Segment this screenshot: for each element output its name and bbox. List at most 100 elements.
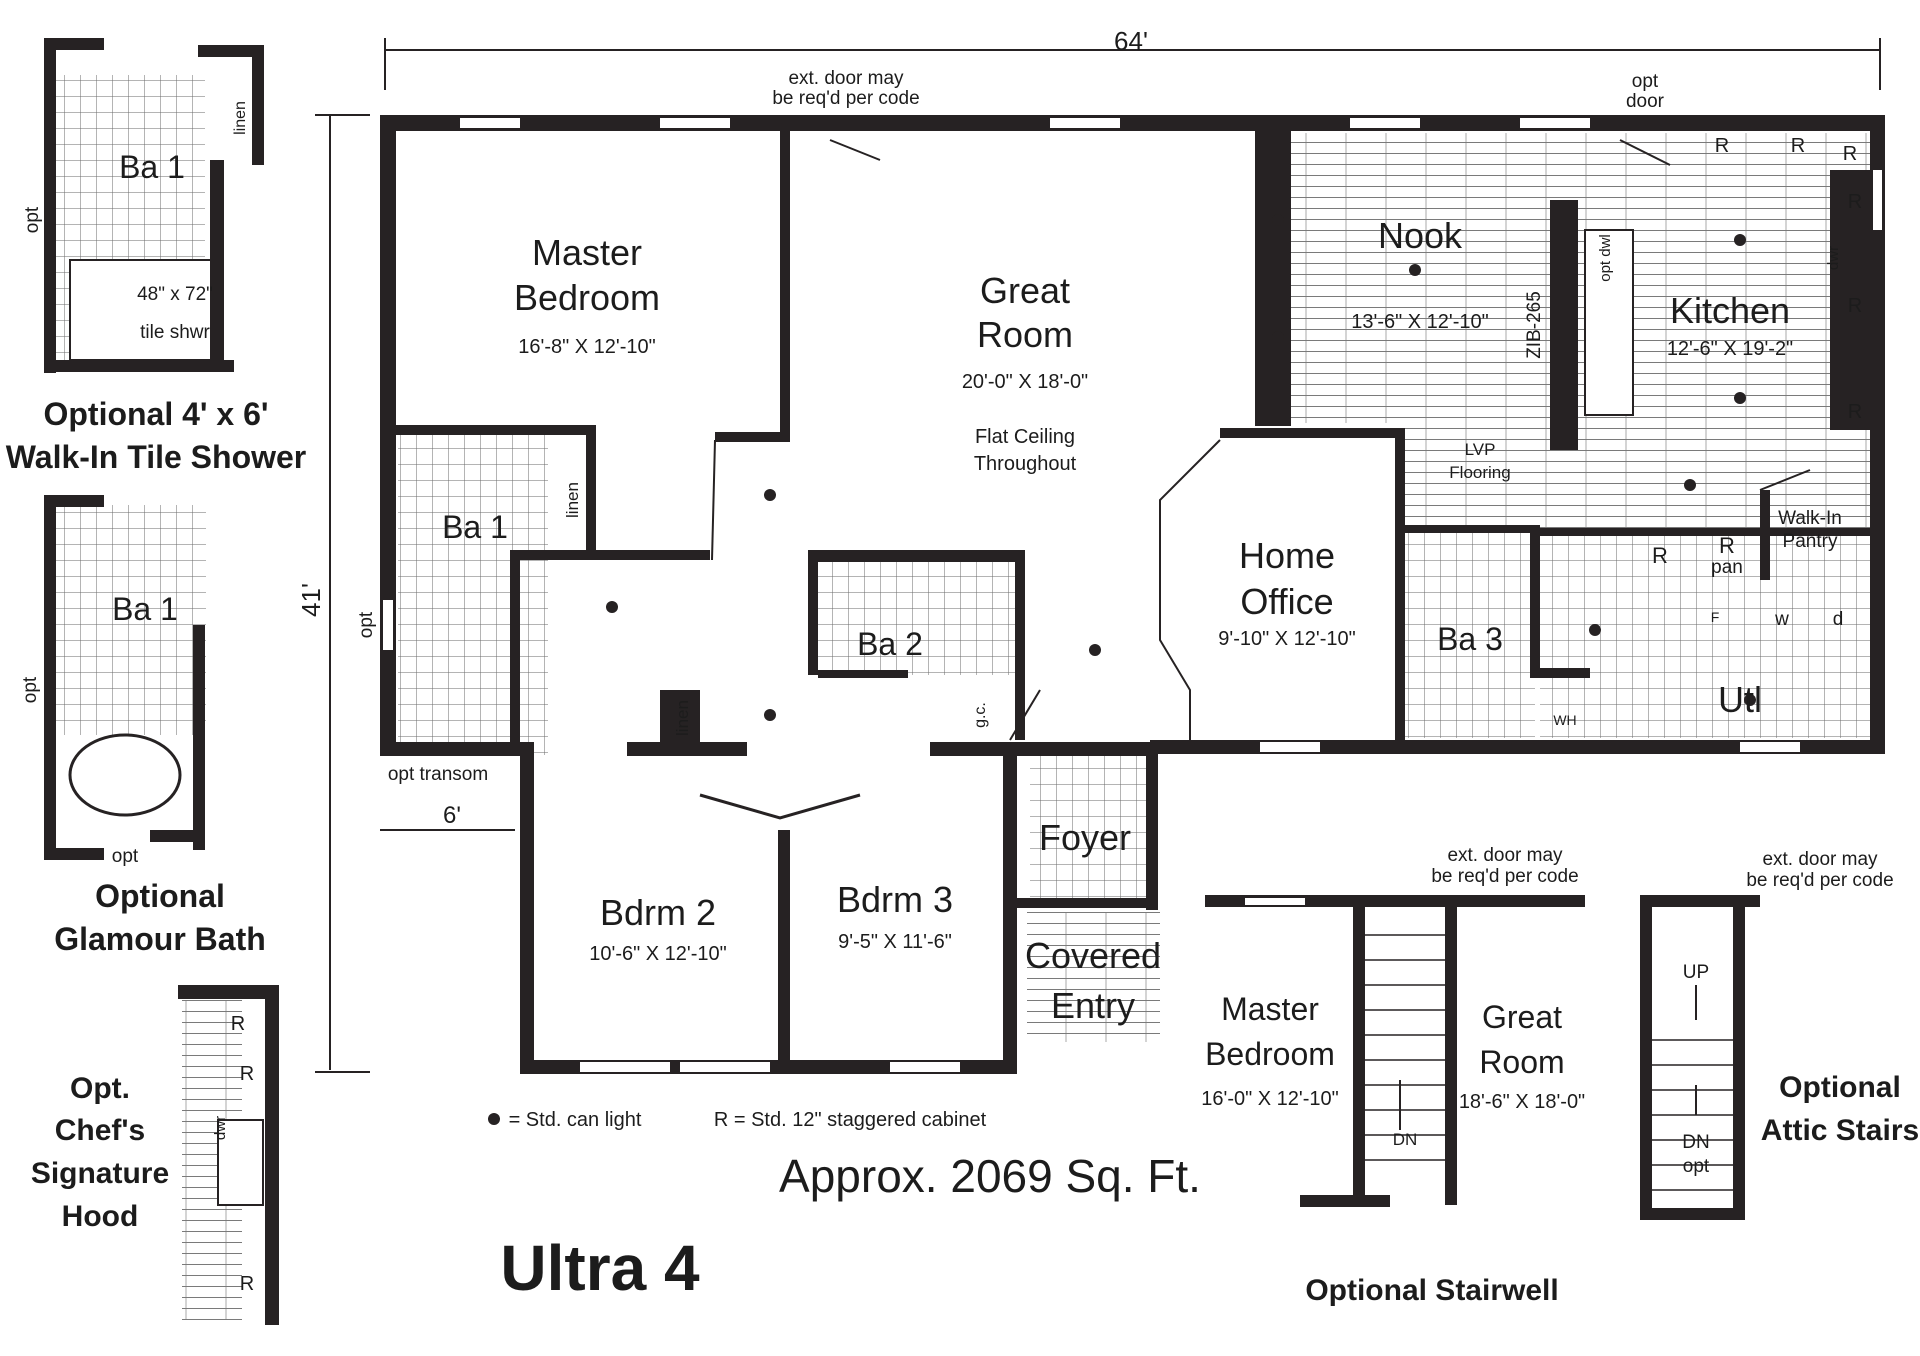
foyer-bottom-wall (1015, 898, 1155, 908)
bdrm2-name: Bdrm 2 (600, 892, 716, 933)
pantry-name-1: Walk-In (1778, 508, 1842, 529)
attic-opt: opt (1683, 1156, 1710, 1177)
option-glamour-bath: Ba 1 opt opt Optional Glamour Bath (20, 495, 266, 957)
ba2-wall-left (808, 550, 818, 675)
hall-lvp-floor (1400, 423, 1870, 528)
ba3-right-wall (1530, 528, 1540, 668)
ext-door-note-2: be req'd per code (772, 88, 919, 109)
chef-cabinet-r: R (240, 1063, 254, 1085)
window (660, 118, 730, 128)
covered-entry-floor (1027, 912, 1160, 1042)
exterior-wall-right (1870, 115, 1885, 740)
home-office-dims: 9'-10" X 12'-10" (1218, 628, 1355, 650)
dwr-note: dwr (1825, 246, 1842, 270)
office-angled-wall (1159, 439, 1221, 740)
chef-title-2: Chef's (55, 1114, 145, 1147)
chef-title-4: Hood (62, 1200, 139, 1233)
model-name: Ultra 4 (500, 1232, 700, 1304)
cabinet-r: R (1715, 135, 1729, 157)
tile-shower-title-1: Optional 4' x 6' (43, 396, 268, 432)
glamour-opt-bottom: opt (112, 846, 139, 867)
exterior-wall-bottom-left (380, 742, 520, 756)
opt-transom-note: opt transom (388, 764, 488, 785)
window (460, 118, 520, 128)
covered-entry-name-1: Covered (1025, 935, 1161, 976)
great-room-name-2: Room (977, 314, 1073, 355)
stairwell-great-dims: 18'-6" X 18'-0" (1459, 1091, 1585, 1113)
attic-up: UP (1683, 962, 1709, 983)
attic-ext-1: ext. door may (1762, 849, 1878, 870)
legend-cabinet-text: R = Std. 12" staggered cabinet (714, 1109, 987, 1131)
tile-shower-text: tile shwr (140, 322, 210, 343)
overall-width-label: 64' (1114, 26, 1148, 56)
ba1-tile-floor (398, 435, 548, 755)
cabinet-r: R (1843, 143, 1857, 165)
window (680, 1062, 770, 1072)
attic-title-1: Optional (1779, 1071, 1901, 1104)
pan-label: pan (1711, 557, 1743, 578)
nook-dims: 13'-6" X 12'-10" (1351, 311, 1488, 333)
window (890, 1062, 960, 1072)
master-bedroom-name-1: Master (532, 232, 642, 273)
gc-note: g.c. (972, 702, 989, 728)
stairwell-great-1: Great (1482, 999, 1562, 1035)
stairwell-master-2: Bedroom (1205, 1036, 1335, 1072)
ba2-wall-top (808, 550, 1023, 562)
stairwell-title: Optional Stairwell (1305, 1274, 1558, 1307)
door-swing (1759, 469, 1811, 491)
master-bedroom-name-2: Bedroom (514, 277, 660, 318)
opt-door-note-1: opt (1632, 71, 1659, 92)
exterior-wall-left (380, 115, 396, 755)
foyer-name: Foyer (1039, 817, 1131, 858)
great-room-name-1: Great (980, 270, 1070, 311)
attic-ext-2: be req'd per code (1746, 870, 1893, 891)
window (1350, 118, 1420, 128)
stairwell-master-dims: 16'-0" X 12'-10" (1201, 1088, 1338, 1110)
window (1740, 742, 1800, 752)
pan-cabinet-r: R (1719, 533, 1735, 558)
glamour-title-2: Glamour Bath (54, 921, 266, 957)
utl-wall (1540, 528, 1870, 536)
office-wall-top (1220, 428, 1400, 438)
flat-ceiling-note-1: Flat Ceiling (975, 426, 1075, 448)
master-wall-return (715, 432, 790, 442)
stairwell-master-1: Master (1221, 991, 1319, 1027)
main-plan-labels: 64' 41' 6' ext. door may be req'd per co… (296, 26, 1862, 1304)
stairwell-ext-1: ext. door may (1447, 845, 1563, 866)
ba2-tile-floor (818, 560, 1018, 675)
attic-title-2: Attic Stairs (1761, 1114, 1919, 1147)
bedroom-wing-right-wall (1003, 750, 1017, 1074)
tile-shower-size: 48" x 72" (137, 284, 213, 305)
cabinet-r: R (1848, 191, 1862, 213)
kitchen-name: Kitchen (1670, 290, 1790, 331)
tile-shower-opt: opt (22, 206, 43, 233)
zib-note: ZIB-265 (1524, 291, 1545, 359)
ba3-name: Ba 3 (1437, 621, 1503, 657)
cabinet-r: R (1848, 401, 1862, 423)
opt-door-note-2: door (1626, 91, 1665, 112)
door-swing (1619, 139, 1671, 166)
nook-name: Nook (1378, 215, 1463, 256)
cabinet-r: R (1848, 295, 1862, 317)
chef-cabinet-r: R (240, 1273, 254, 1295)
pantry-cabinet-r: R (1652, 543, 1668, 568)
ext-door-note-1: ext. door may (788, 68, 904, 89)
chef-dwr: dwr (212, 1116, 229, 1140)
kitchen-dims: 12'-6" X 19'-2" (1667, 338, 1793, 360)
option-attic-stairs: UP DN opt ext. door may be req'd per cod… (1640, 849, 1919, 1220)
freezer-label: F (1711, 609, 1720, 625)
hall-linen-note: linen (673, 700, 692, 736)
overall-depth-label: 41' (296, 583, 326, 617)
ba3-tile-floor (1405, 528, 1535, 738)
exterior-wall-bottom-right (1150, 740, 1885, 754)
closet-left-wall (510, 550, 520, 750)
attic-dn: DN (1682, 1132, 1709, 1153)
hall-bdrm-door-swings (699, 793, 861, 820)
option-stairwell: DN ext. door may be req'd per code Maste… (1201, 845, 1585, 1307)
bdrm3-dims: 9'-5" X 11'-6" (838, 931, 952, 953)
window (1260, 742, 1320, 752)
foyer-tile-floor (1030, 750, 1150, 900)
covered-entry-name-2: Entry (1051, 985, 1135, 1026)
window (580, 1062, 670, 1072)
